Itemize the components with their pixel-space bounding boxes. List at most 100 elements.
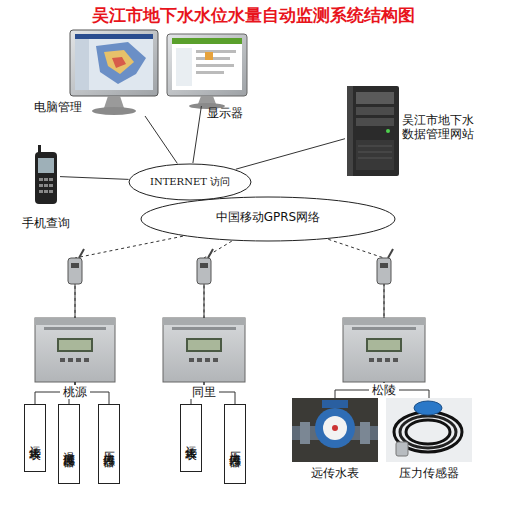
gprs-modem	[200, 263, 208, 268]
mobile-phone	[39, 178, 43, 181]
node-label: 桃源	[60, 385, 90, 399]
control-cabinet	[369, 358, 374, 362]
server-node: 吴江市地下水 数据管理网站	[345, 85, 400, 177]
ellipse-outline	[141, 197, 395, 241]
pressure-sensor-photo	[386, 398, 472, 462]
node-label: 压力传感器	[399, 466, 459, 480]
server-tower	[347, 86, 353, 176]
control-cabinet	[68, 358, 73, 362]
display-monitor	[198, 96, 216, 104]
network-ellipse: INTERNET 访问	[128, 163, 252, 201]
computer-monitor	[70, 30, 158, 115]
server-tower	[358, 158, 392, 159]
computer-monitor	[104, 96, 124, 108]
sensor-box: 压力传感器	[98, 404, 120, 484]
display-monitor	[196, 50, 236, 53]
control-cabinet	[60, 358, 65, 362]
control-cabinet	[352, 327, 416, 330]
display-monitor	[196, 71, 224, 74]
mobile-phone	[44, 184, 48, 187]
mobile-phone	[35, 145, 57, 204]
control-cabinet	[205, 358, 210, 362]
display-monitor	[172, 38, 242, 90]
pressure-sensor-photo	[396, 442, 408, 456]
connector-line	[193, 106, 202, 163]
connector-line	[60, 177, 129, 180]
connector-line	[204, 241, 232, 318]
water-meter-photo	[360, 422, 370, 444]
computer-monitor	[75, 34, 153, 90]
node-label: 远传水表	[184, 436, 198, 440]
gprs-modem	[384, 284, 385, 318]
water-meter-photo	[292, 398, 378, 462]
sensor-box: 远传水表	[180, 404, 202, 472]
mobile-phone	[49, 178, 53, 181]
node-label: INTERNET 访问	[150, 175, 230, 189]
gprs-modem	[75, 284, 76, 318]
node-label: 显示器	[207, 106, 243, 120]
gprs-modem	[377, 249, 393, 318]
mobile-phone	[38, 158, 54, 173]
sensor-box: 温度传感器	[58, 404, 80, 484]
gprs-modem	[388, 249, 393, 258]
connector-line	[145, 116, 177, 163]
mobile-phone	[35, 152, 57, 204]
gprs-modem	[377, 258, 391, 284]
gprs-modem	[197, 258, 211, 284]
gprs-modem	[71, 263, 79, 268]
computer-monitor	[112, 57, 126, 68]
node-label: 远传水表	[28, 436, 42, 440]
display-monitor	[167, 34, 247, 96]
server-tower	[356, 107, 394, 115]
gprs-modem	[204, 284, 205, 318]
server-tower	[356, 140, 394, 170]
network-ellipse: 中国移动GPRS网络	[140, 196, 396, 242]
control-cabinet	[186, 338, 222, 352]
display-monitor	[196, 64, 234, 67]
control-cabinet	[84, 358, 89, 362]
control-cabinet	[163, 318, 245, 382]
control-cabinet	[35, 318, 115, 382]
server-tower	[386, 129, 390, 133]
control-cabinet	[213, 358, 218, 362]
mobile-phone	[39, 190, 43, 193]
gprs-modem	[79, 249, 84, 258]
gprs-modem	[197, 249, 213, 318]
server-tower	[356, 92, 394, 104]
mobile-phone	[49, 190, 53, 193]
server-tower	[356, 118, 394, 126]
node-label: 压力传感器	[228, 442, 242, 447]
connector-line	[75, 236, 183, 318]
phone-node: 手机查询	[32, 146, 60, 206]
pressure-sensor-photo	[414, 401, 442, 415]
control-cabinet	[188, 340, 220, 350]
water-meter-photo	[322, 400, 348, 408]
ellipse-outline	[129, 164, 251, 200]
server-tower	[358, 146, 392, 147]
diagram-title: 吴江市地下水水位水量自动监测系统结构图	[0, 4, 506, 27]
control-cabinet	[57, 338, 93, 352]
node-label: 松陵	[369, 383, 399, 397]
sensor-box: 远传水表	[24, 404, 46, 472]
pressure-sensor-photo	[386, 398, 472, 462]
control-cabinet	[377, 358, 382, 362]
server-tower	[347, 86, 399, 176]
control-cabinet	[197, 358, 202, 362]
control-cabinet	[366, 338, 402, 352]
computer-monitor	[104, 50, 134, 74]
gprs-modem	[208, 249, 213, 258]
mobile-phone	[44, 178, 48, 181]
node-label: 吴江市地下水 数据管理网站	[402, 113, 480, 141]
pressure-sensor-photo	[406, 420, 450, 444]
computer-node: 电脑管理	[70, 28, 160, 116]
water-meter-photo	[292, 398, 378, 462]
station-cabinet: 同里	[163, 318, 245, 382]
sensor-photo-node: 压力传感器	[386, 398, 472, 482]
computer-monitor	[70, 30, 158, 96]
control-cabinet	[189, 358, 194, 362]
control-cabinet	[35, 318, 115, 325]
control-cabinet	[343, 318, 425, 382]
water-meter-photo	[323, 416, 347, 440]
mobile-phone	[39, 184, 43, 187]
node-label: 手机查询	[22, 216, 70, 230]
